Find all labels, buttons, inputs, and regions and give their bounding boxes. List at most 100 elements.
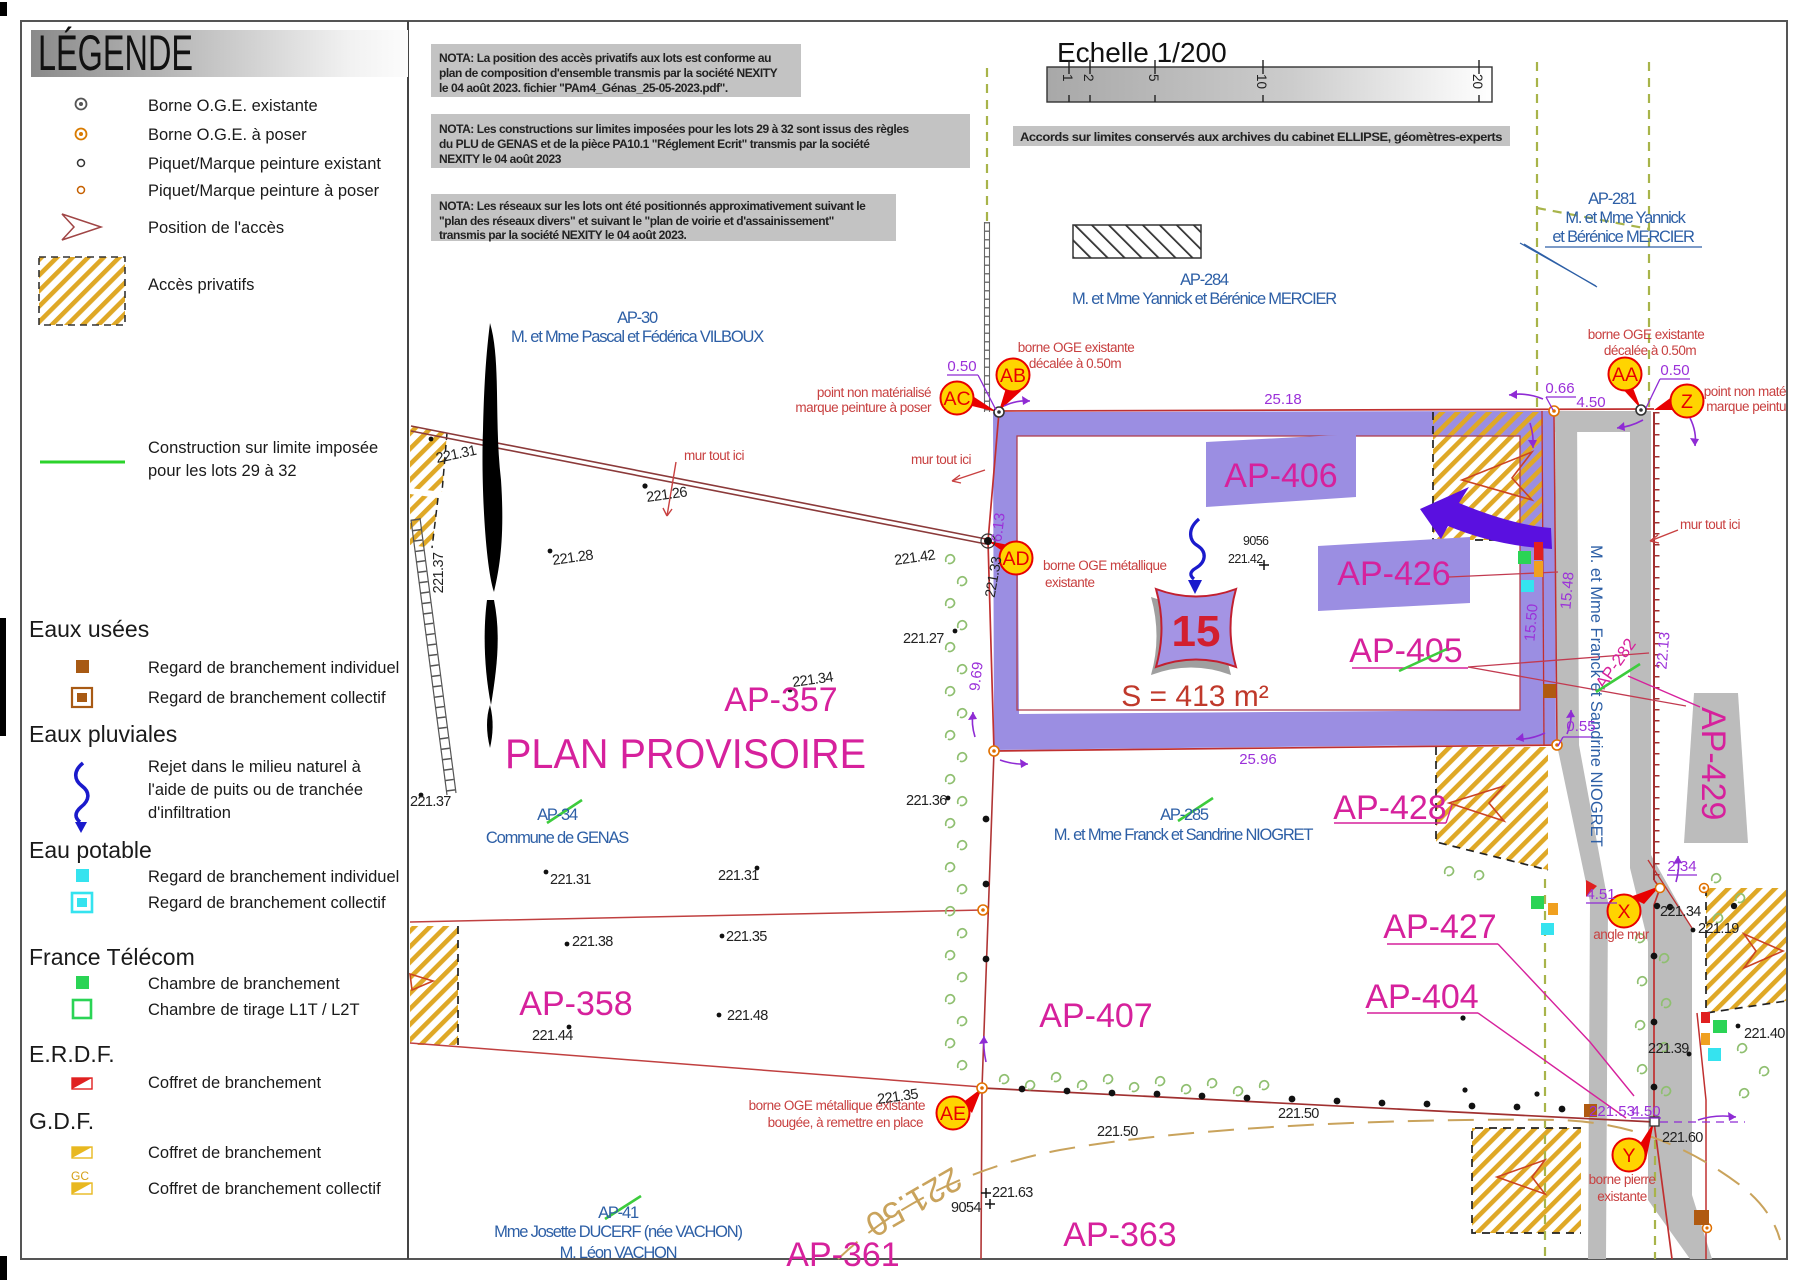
svg-text:221.27: 221.27 (903, 631, 944, 647)
svg-text:AP-363: AP-363 (1063, 1216, 1176, 1254)
svg-text:AP-281: AP-281 (1588, 190, 1637, 208)
svg-text:Regard de branchement collecti: Regard de branchement collectif (148, 894, 386, 912)
svg-text:221.33: 221.33 (983, 555, 1006, 598)
svg-text:Borne O.G.E. existante: Borne O.G.E. existante (148, 97, 318, 115)
svg-text:mur tout ici: mur tout ici (911, 452, 972, 467)
svg-text:France Télécom: France Télécom (29, 944, 195, 970)
svg-text:Borne O.G.E. à poser: Borne O.G.E. à poser (148, 126, 307, 144)
svg-text:d'infiltration: d'infiltration (148, 804, 231, 822)
svg-text:221.38: 221.38 (572, 934, 613, 950)
svg-text:Accords sur limites conservés: Accords sur limites conservés aux archiv… (1020, 130, 1503, 144)
svg-text:M. Léon VACHON: M. Léon VACHON (560, 1244, 677, 1262)
svg-text:bougée, à remettre en place: bougée, à remettre en place (768, 1115, 923, 1130)
svg-text:point non maté: point non maté (1704, 384, 1786, 399)
svg-text:plan de composition d'ensemble: plan de composition d'ensemble transmis … (439, 66, 778, 80)
svg-text:221.19: 221.19 (1698, 921, 1739, 937)
svg-text:transmis par la société NEXITY: transmis par la société NEXITY le 04 aoû… (439, 228, 687, 242)
svg-text:Coffret de branchement: Coffret de branchement (148, 1144, 321, 1162)
svg-text:6.13: 6.13 (988, 512, 1008, 543)
svg-text:AP-30: AP-30 (617, 309, 658, 327)
svg-text:9054: 9054 (951, 1200, 981, 1216)
svg-text:Position de l'accès: Position de l'accès (148, 219, 284, 237)
svg-text:AP-358: AP-358 (519, 985, 632, 1023)
svg-text:AP-357: AP-357 (724, 681, 837, 719)
svg-text:borne OGE existante: borne OGE existante (1588, 327, 1705, 342)
svg-text:22.13: 22.13 (1653, 631, 1673, 670)
svg-text:borne OGE métallique existante: borne OGE métallique existante (749, 1098, 925, 1113)
svg-text:Y: Y (1622, 1145, 1635, 1167)
svg-text:et Bérénice MERCIER: et Bérénice MERCIER (1552, 228, 1695, 246)
svg-text:pour les lots 29 à 32: pour les lots 29 à 32 (148, 462, 297, 480)
svg-text:X: X (1617, 901, 1630, 923)
svg-text:LÉGENDE: LÉGENDE (38, 25, 193, 81)
svg-text:4.50: 4.50 (1576, 394, 1605, 411)
svg-text:Piquet/Marque peinture existan: Piquet/Marque peinture existant (148, 155, 381, 173)
svg-text:NOTA: La position des accès pr: NOTA: La position des accès privatifs au… (439, 51, 771, 65)
svg-text:9056: 9056 (1243, 534, 1269, 548)
svg-text:Piquet/Marque peinture à poser: Piquet/Marque peinture à poser (148, 182, 380, 200)
svg-text:Eaux usées: Eaux usées (29, 616, 149, 642)
svg-text:l'aide de puits ou de tranchée: l'aide de puits ou de tranchée (148, 781, 363, 799)
svg-text:M. et Mme Franck et Sandrine N: M. et Mme Franck et Sandrine NIOGRET (1587, 545, 1605, 847)
svg-text:0.50: 0.50 (1660, 362, 1689, 379)
svg-text:angle mur: angle mur (1593, 927, 1650, 942)
svg-text:"plan des réseaux divers" et s: "plan des réseaux divers" et suivant le … (439, 214, 834, 228)
svg-text:mur tout ici: mur tout ici (684, 448, 745, 463)
svg-text:NOTA: Les constructions sur li: NOTA: Les constructions sur limites impo… (439, 122, 909, 136)
svg-text:AP-428: AP-428 (1333, 789, 1446, 827)
svg-text:point non matérialisé: point non matérialisé (817, 385, 931, 400)
svg-text:9.69: 9.69 (966, 661, 986, 692)
svg-text:Eau potable: Eau potable (29, 837, 152, 863)
svg-text:4.51: 4.51 (1586, 886, 1615, 903)
svg-text:0.50: 0.50 (947, 358, 976, 375)
svg-text:221.39: 221.39 (1648, 1041, 1689, 1057)
svg-text:le 04 août 2023. fichier "PAm4: le 04 août 2023. fichier "PAm4_Génas_25-… (439, 81, 728, 95)
svg-text:Regard de branchement collecti: Regard de branchement collectif (148, 689, 386, 707)
svg-text:Chambre de tirage L1T / L2T: Chambre de tirage L1T / L2T (148, 1001, 360, 1019)
svg-text:25.18: 25.18 (1264, 391, 1302, 408)
svg-text:Regard de branchement individu: Regard de branchement individuel (148, 659, 399, 677)
svg-text:221.37: 221.37 (431, 552, 447, 593)
svg-text:Construction sur limite imposé: Construction sur limite imposée (148, 439, 378, 457)
svg-text:221.44: 221.44 (532, 1028, 573, 1044)
svg-text:Eaux pluviales: Eaux pluviales (29, 721, 177, 747)
svg-text:Regard de branchement individu: Regard de branchement individuel (148, 868, 399, 886)
svg-text:AP-41: AP-41 (598, 1204, 639, 1222)
svg-text:10: 10 (1254, 74, 1269, 89)
svg-text:AP-426: AP-426 (1337, 555, 1450, 593)
svg-text:Chambre de branchement: Chambre de branchement (148, 975, 340, 993)
svg-text:AP-404: AP-404 (1365, 978, 1478, 1016)
svg-text:AA: AA (1612, 364, 1638, 386)
svg-text:existante: existante (1597, 1189, 1647, 1204)
svg-text:Coffret de branchement collect: Coffret de branchement collectif (148, 1180, 381, 1198)
svg-text:221.28: 221.28 (551, 547, 594, 569)
svg-text:marque peintu: marque peintu (1706, 399, 1786, 414)
svg-text:NEXITY le 04 août 2023: NEXITY le 04 août 2023 (439, 152, 562, 166)
svg-text:GC: GC (71, 1169, 89, 1183)
svg-text:existante: existante (1045, 575, 1095, 590)
svg-text:M. et Mme Pascal et Fédérica V: M. et Mme Pascal et Fédérica VILBOUX (511, 328, 764, 346)
svg-text:borne pierre: borne pierre (1589, 1172, 1656, 1187)
svg-text:PLAN PROVISOIRE: PLAN PROVISOIRE (505, 730, 866, 777)
svg-text:221.26: 221.26 (645, 484, 688, 506)
svg-text:15.50: 15.50 (1521, 603, 1541, 642)
svg-text:AP-284: AP-284 (1180, 271, 1229, 289)
svg-text:AE: AE (940, 1103, 966, 1125)
svg-text:221.37: 221.37 (410, 794, 451, 810)
svg-text:Mme Josette DUCERF (née VACHON: Mme Josette DUCERF (née VACHON) (494, 1223, 742, 1241)
svg-text:221.42: 221.42 (893, 547, 936, 569)
svg-text:15.48: 15.48 (1557, 571, 1577, 610)
svg-text:AC: AC (943, 388, 970, 410)
svg-text:221.34: 221.34 (1660, 904, 1701, 920)
svg-text:du PLU de GENAS et de la pièce: du PLU de GENAS et de la pièce PA10.1 "R… (439, 137, 870, 151)
svg-text:2.34: 2.34 (1667, 858, 1696, 875)
svg-text:221.50: 221.50 (1097, 1124, 1138, 1140)
svg-text:AP-407: AP-407 (1039, 997, 1152, 1035)
svg-text:décalée à 0.50m: décalée à 0.50m (1029, 356, 1122, 371)
svg-text:15: 15 (1172, 607, 1221, 656)
svg-text:25.96: 25.96 (1239, 751, 1277, 768)
svg-text:mur tout ici: mur tout ici (1680, 517, 1741, 532)
svg-text:marque peinture à poser: marque peinture à poser (795, 400, 932, 415)
svg-text:AP-285: AP-285 (1160, 806, 1209, 824)
svg-text:2: 2 (1081, 74, 1096, 82)
